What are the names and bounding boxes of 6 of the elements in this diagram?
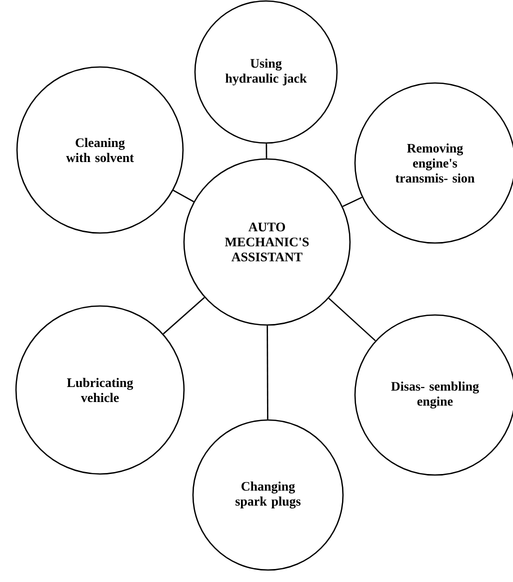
connector-line (328, 298, 376, 342)
connector-line (342, 196, 362, 207)
connector-line (162, 297, 205, 334)
connector-line (172, 190, 194, 202)
connector-line (266, 144, 268, 158)
connector-line (266, 326, 268, 420)
